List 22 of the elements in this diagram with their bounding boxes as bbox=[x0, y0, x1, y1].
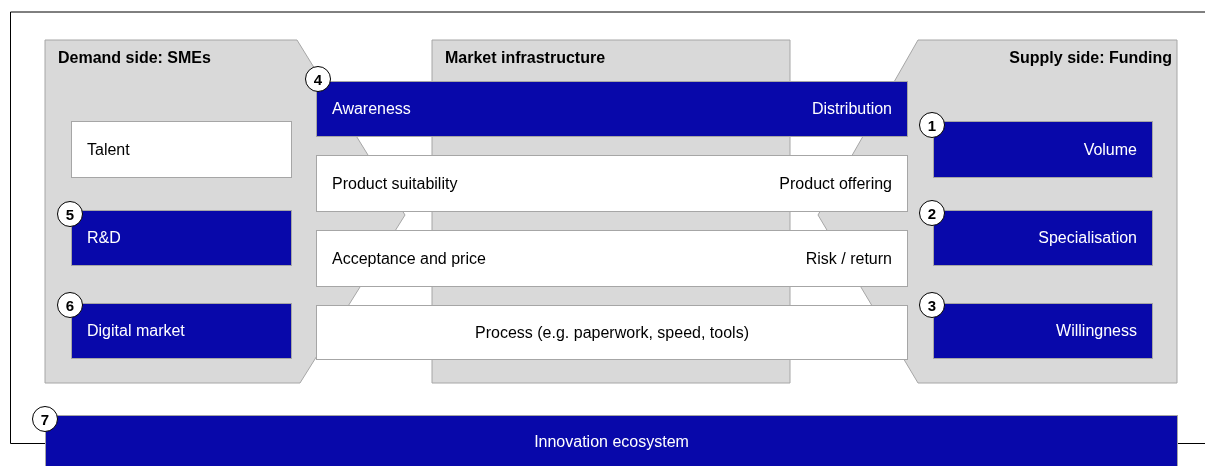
panel-heading: Demand side: SMEs bbox=[58, 49, 211, 67]
box-label: Digital market bbox=[87, 322, 185, 340]
box-label: Awareness bbox=[332, 100, 411, 118]
text-box bbox=[316, 155, 908, 212]
number-badge: 7 bbox=[32, 406, 58, 432]
box-label: Risk / return bbox=[805, 249, 892, 268]
box-label: Willingness bbox=[1056, 322, 1137, 340]
text-box bbox=[316, 230, 908, 287]
box-label: Distribution bbox=[811, 100, 892, 118]
box-label: Specialisation bbox=[1038, 229, 1137, 247]
text-box bbox=[71, 121, 292, 178]
box-label: Talent bbox=[87, 140, 130, 159]
box-label: Volume bbox=[1083, 140, 1137, 159]
panel-heading: Supply side: Funding bbox=[1009, 49, 1172, 67]
box-label: Process (e.g. paperwork, speed, tools) bbox=[475, 323, 749, 342]
panel-heading: Market infrastructure bbox=[445, 49, 606, 67]
box-label: Innovation ecosystem bbox=[534, 433, 689, 451]
box-label: Acceptance and price bbox=[332, 249, 486, 268]
text-box bbox=[316, 305, 908, 360]
box-label: Product offering bbox=[779, 174, 892, 193]
box-label: Product suitability bbox=[332, 174, 458, 193]
box-label: R&D bbox=[87, 229, 121, 247]
